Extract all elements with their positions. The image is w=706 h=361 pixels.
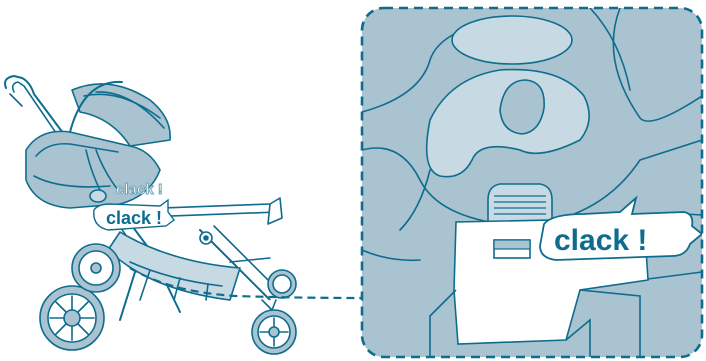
detail-latch	[488, 184, 552, 222]
detail-click-label: clack !	[554, 224, 647, 257]
detail-callout: clack !	[362, 8, 702, 360]
stroller-click-label: clack !	[106, 208, 162, 228]
detail-top-opening	[452, 16, 572, 64]
stroller-click-ghost-label: clack !	[116, 181, 163, 198]
detail-zoom-view: clack !	[362, 8, 702, 360]
